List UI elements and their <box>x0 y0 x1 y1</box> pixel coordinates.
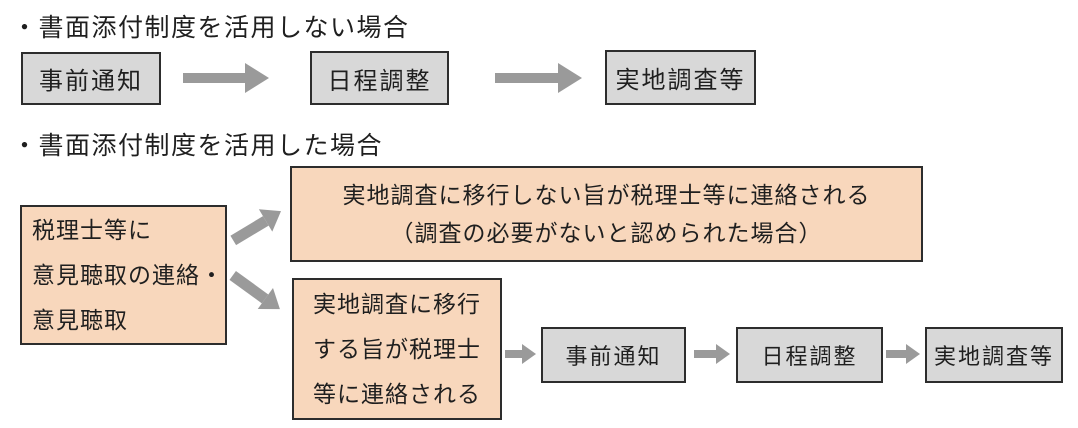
flow-box-label: 日程調整 <box>327 67 432 95</box>
flow-box-schedule-2: 日程調整 <box>736 327 883 383</box>
arrow-shaft <box>183 73 245 83</box>
arrow-right-icon <box>183 63 269 93</box>
flow-box-field-audit: 実地調査等 <box>605 50 756 105</box>
arrow-right-icon <box>505 344 536 364</box>
branch-box-line: 実地調査に移行 <box>313 290 481 317</box>
flow-box-label: 事前通知 <box>565 344 662 369</box>
flow-box-prior-notice-2: 事前通知 <box>541 327 686 383</box>
flow-box-label: 日程調整 <box>761 344 858 369</box>
branch-box-line: （調査の必要がないと認められた場合） <box>390 220 823 246</box>
arrow-head <box>245 63 269 93</box>
arrow-head <box>558 63 582 93</box>
flow-box-prior-notice: 事前通知 <box>21 52 161 105</box>
start-box-opinion-hearing: 税理士等に 意見聴取の連絡・ 意見聴取 <box>20 205 227 345</box>
arrow-shaft <box>505 350 522 358</box>
start-box-line: 意見聴取 <box>32 306 128 333</box>
branch-box-no-audit: 実地調査に移行しない旨が税理士等に連絡される （調査の必要がないと認められた場合… <box>290 166 923 262</box>
flow-box-label: 事前通知 <box>39 68 143 95</box>
arrow-head <box>716 344 730 364</box>
flow-box-field-audit-2: 実地調査等 <box>925 327 1063 383</box>
arrow-head <box>522 344 536 364</box>
flow-box-label: 実地調査等 <box>615 67 746 94</box>
branch-box-line: 等に連絡される <box>313 380 481 407</box>
flow-box-schedule: 日程調整 <box>310 51 449 105</box>
flow-box-label: 実地調査等 <box>933 344 1054 369</box>
arrow-shaft <box>230 215 269 245</box>
branch-box-line: する旨が税理士 <box>313 335 481 362</box>
arrow-right-icon <box>886 344 920 364</box>
section-heading-without: ・書面添付制度を活用しない場合 <box>12 14 410 42</box>
arrow-shaft <box>886 350 906 358</box>
arrow-right-icon <box>495 63 582 93</box>
section-heading-with: ・書面添付制度を活用した場合 <box>12 132 384 160</box>
arrow-right-icon <box>694 344 730 364</box>
branch-box-line: 実地調査に移行しない旨が税理士等に連絡される <box>342 182 871 208</box>
arrow-head <box>906 344 920 364</box>
arrow-shaft <box>694 350 716 358</box>
arrow-shaft <box>495 73 558 83</box>
arrow-shaft <box>229 270 269 303</box>
start-box-line: 意見聴取の連絡・ <box>32 261 224 288</box>
arrow-down-right-icon <box>225 264 288 320</box>
branch-box-audit: 実地調査に移行 する旨が税理士 等に連絡される <box>292 278 502 420</box>
arrow-up-right-icon <box>226 200 288 251</box>
start-box-line: 税理士等に <box>32 216 152 243</box>
